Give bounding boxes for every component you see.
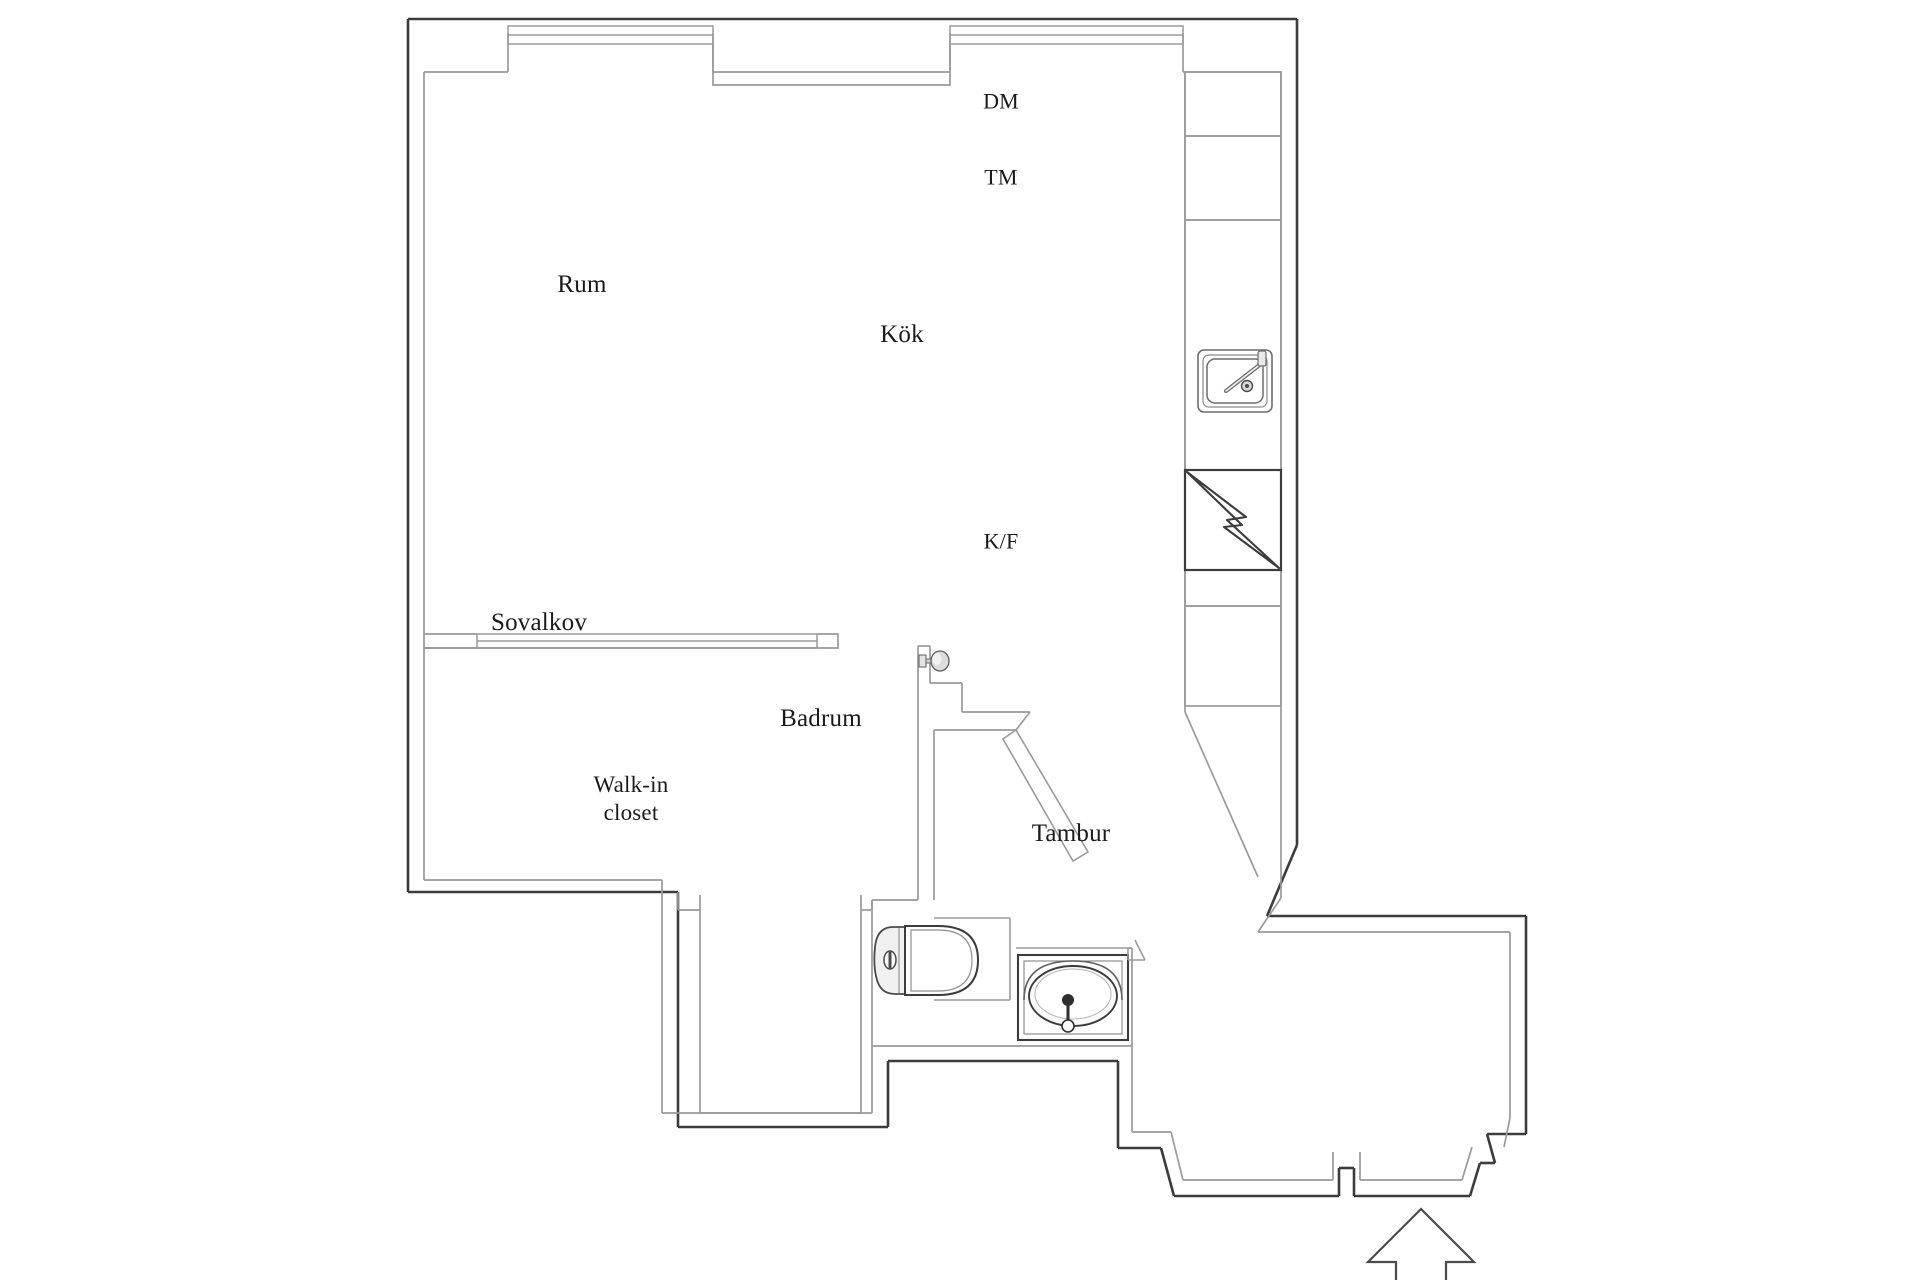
walk-in-closet-doorway xyxy=(699,895,862,910)
toilet xyxy=(873,925,980,996)
inner-wall-lines xyxy=(423,33,1511,1181)
washbasin-alcove-walls xyxy=(1016,939,1146,961)
appliance-label-tm: TM xyxy=(984,164,1018,190)
top-wall-jog xyxy=(712,44,951,86)
room-label-rum: Rum xyxy=(557,270,607,298)
room-label-badrum: Badrum xyxy=(780,704,862,732)
walk-in-closet-walls xyxy=(677,892,873,1114)
appliance-label-kf: K/F xyxy=(983,528,1019,554)
window-top-right xyxy=(949,25,1184,45)
toilet-alcove-walls xyxy=(934,917,1011,1001)
room-label-tambur: Tambur xyxy=(1031,819,1111,847)
bathroom-door-frame xyxy=(1015,711,1031,731)
room-label-kok: Kök xyxy=(880,320,924,348)
room-label-sovalkov: Sovalkov xyxy=(490,608,588,636)
stove-hob xyxy=(1183,468,1283,572)
bathroom-walls xyxy=(871,645,1030,1046)
outer-walls xyxy=(406,17,1528,1198)
kitchen-partition-wall xyxy=(1184,72,1259,878)
appliance-label-dm: DM xyxy=(983,88,1019,114)
tambur-walls xyxy=(1128,947,1133,1046)
window-top-left xyxy=(507,25,714,45)
door-handle-icon xyxy=(918,650,950,672)
rum-sovalkov-partition xyxy=(424,633,839,649)
room-label-walk-in-closet: Walk-in closet xyxy=(593,771,669,825)
door-bathroom xyxy=(1001,728,1090,863)
entrance-direction-arrow xyxy=(1365,1207,1477,1280)
kitchen-sink xyxy=(1197,349,1273,413)
washbasin xyxy=(1016,953,1130,1042)
